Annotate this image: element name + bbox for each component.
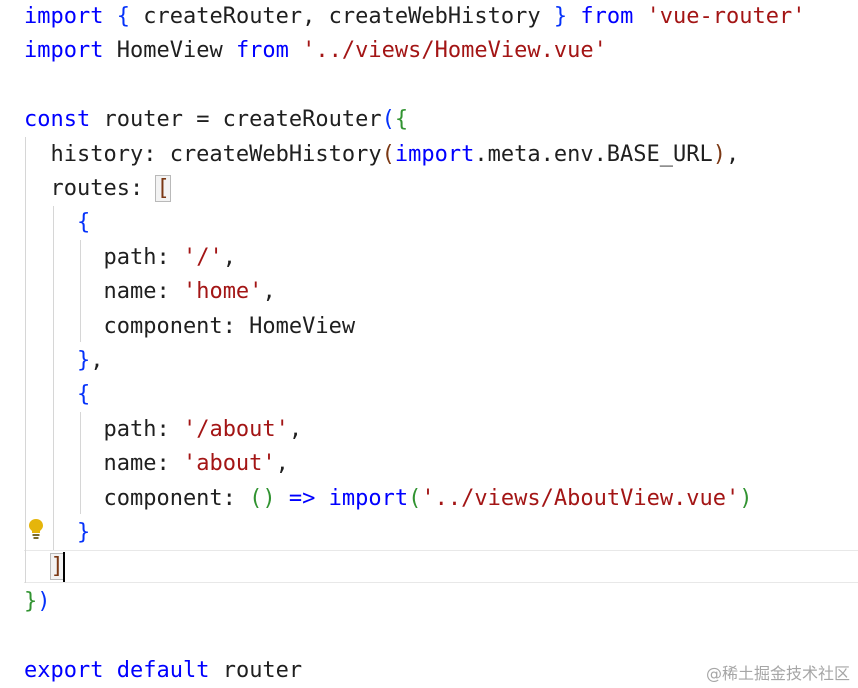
code-token bbox=[633, 4, 646, 29]
code-token: 'about' bbox=[182, 451, 276, 477]
indent-guide bbox=[25, 137, 26, 583]
code-token: component: bbox=[24, 485, 250, 511]
code-line[interactable]: import { createRouter, createWebHistory … bbox=[24, 0, 806, 34]
code-token: '/about' bbox=[182, 416, 289, 442]
current-line-highlight bbox=[24, 550, 858, 583]
code-token bbox=[567, 4, 580, 29]
code-line[interactable]: } bbox=[24, 516, 90, 550]
lightbulb-icon[interactable] bbox=[28, 518, 44, 540]
code-line[interactable]: component: () => import('../views/AboutV… bbox=[24, 482, 753, 516]
code-token: => bbox=[288, 485, 316, 511]
code-token: path: bbox=[24, 244, 183, 270]
code-token: ( bbox=[381, 107, 395, 133]
code-line[interactable]: const router = createRouter({ bbox=[24, 103, 408, 137]
code-line[interactable]: history: createWebHistory(import.meta.en… bbox=[24, 138, 739, 172]
code-token: 'vue-router' bbox=[646, 4, 806, 29]
code-token: history: createWebHistory bbox=[24, 141, 382, 167]
code-token: { bbox=[76, 382, 91, 408]
indent-guide bbox=[53, 206, 54, 550]
code-token: } bbox=[553, 4, 568, 29]
code-token: from bbox=[235, 38, 289, 64]
code-token: from bbox=[580, 4, 634, 29]
code-token bbox=[24, 348, 77, 373]
code-token: import bbox=[24, 4, 104, 29]
code-line[interactable]: ] bbox=[24, 550, 65, 584]
code-token: router = createRouter bbox=[90, 107, 382, 133]
code-token: '../views/HomeView.vue' bbox=[302, 38, 607, 64]
code-token: { bbox=[116, 4, 130, 29]
code-token: } bbox=[24, 588, 38, 614]
code-token: import bbox=[328, 485, 409, 511]
code-token: () bbox=[249, 485, 276, 511]
indent-guide bbox=[80, 412, 81, 514]
code-token: , bbox=[288, 416, 303, 442]
code-token: '/' bbox=[182, 244, 223, 270]
code-token: } bbox=[76, 520, 91, 545]
code-token: , bbox=[726, 141, 740, 167]
code-token bbox=[24, 382, 77, 407]
code-line[interactable]: routes: [ bbox=[24, 172, 171, 206]
code-line[interactable]: path: '/', bbox=[24, 241, 236, 275]
code-line[interactable]: { bbox=[24, 206, 90, 240]
code-token: } bbox=[76, 348, 91, 373]
code-line[interactable]: export default router bbox=[24, 654, 302, 688]
code-line[interactable]: component: HomeView bbox=[24, 310, 355, 344]
code-token bbox=[103, 4, 116, 29]
code-token bbox=[24, 554, 51, 579]
code-token: path: bbox=[24, 416, 183, 442]
watermark: @稀土掘金技术社区 bbox=[705, 664, 850, 683]
code-line[interactable]: { bbox=[24, 378, 90, 412]
code-line[interactable]: import HomeView from '../views/HomeView.… bbox=[24, 34, 607, 68]
code-token: { bbox=[394, 107, 409, 133]
code-token: HomeView bbox=[103, 38, 236, 64]
code-token: ] bbox=[49, 553, 65, 581]
code-token: import bbox=[394, 141, 475, 167]
code-token: default bbox=[116, 657, 210, 683]
code-line[interactable]: path: '/about', bbox=[24, 413, 302, 447]
code-token: ( bbox=[408, 485, 422, 511]
text-cursor bbox=[63, 552, 65, 582]
code-token: [ bbox=[155, 175, 171, 202]
code-token: ( bbox=[381, 141, 395, 167]
code-token bbox=[24, 210, 77, 235]
code-token: .meta.env.BASE_URL bbox=[474, 141, 713, 167]
code-token: routes: bbox=[24, 176, 157, 201]
code-token bbox=[103, 658, 116, 683]
code-token: import bbox=[24, 38, 104, 64]
code-token: ) bbox=[712, 141, 727, 167]
code-token bbox=[276, 486, 289, 511]
code-token: const bbox=[24, 107, 91, 133]
code-token: , bbox=[275, 451, 289, 477]
code-line[interactable]: }) bbox=[24, 585, 51, 619]
code-token: 'home' bbox=[182, 279, 263, 305]
code-line[interactable]: name: 'home', bbox=[24, 275, 276, 309]
indent-guide bbox=[80, 240, 81, 342]
code-token: , bbox=[262, 279, 276, 305]
code-token: name: bbox=[24, 279, 183, 305]
code-token: ) bbox=[37, 588, 51, 614]
code-token: , bbox=[90, 348, 104, 373]
code-token: ) bbox=[739, 485, 753, 511]
code-token: createRouter, createWebHistory bbox=[129, 4, 554, 29]
code-token: export bbox=[24, 657, 104, 683]
code-token: name: bbox=[24, 451, 183, 477]
code-token: , bbox=[222, 244, 236, 270]
code-token bbox=[315, 486, 328, 511]
code-token: { bbox=[76, 210, 91, 236]
code-token: '../views/AboutView.vue' bbox=[421, 485, 740, 511]
code-token bbox=[289, 38, 302, 63]
code-line[interactable]: }, bbox=[24, 344, 104, 378]
code-token: component: HomeView bbox=[24, 313, 356, 339]
code-token: router bbox=[209, 657, 303, 683]
code-line[interactable]: name: 'about', bbox=[24, 447, 289, 481]
